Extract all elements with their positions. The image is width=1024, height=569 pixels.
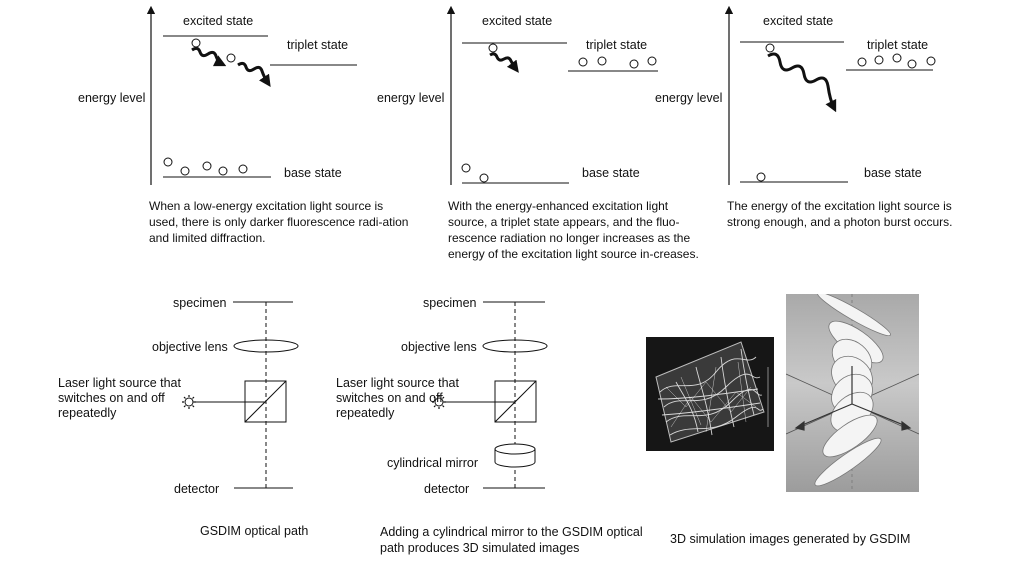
energy-panel-3-caption: The energy of the excitation light sourc…	[727, 199, 953, 229]
detector-label: detector	[424, 482, 470, 496]
energy-level-axis-label: energy level	[377, 91, 445, 105]
triplet-state-label: triplet state	[586, 38, 648, 52]
detector-label: detector	[174, 482, 220, 496]
energy-panel-1-caption: When a low-energy excitation light sourc…	[149, 199, 409, 245]
energy-level-axis-label: energy level	[655, 91, 723, 105]
base-state-label: base state	[582, 166, 640, 180]
excited-state-label: excited state	[763, 14, 834, 28]
objective-lens-label: objective lens	[152, 340, 228, 354]
energy-panel-1	[146, 5, 357, 185]
base-state-label: base state	[284, 166, 342, 180]
laser-icon	[182, 395, 196, 409]
optical-path-1-caption: GSDIM optical path	[200, 524, 309, 538]
laser-source-label: Laser light source that switches on and …	[58, 376, 181, 420]
energy-panel-2	[446, 5, 658, 185]
specimen-label: specimen	[173, 296, 227, 310]
triplet-state-label: triplet state	[287, 38, 349, 52]
cylindrical-mirror-shape	[494, 443, 536, 468]
optical-path-2-caption: Adding a cylindrical mirror to the GSDIM…	[380, 525, 643, 555]
cylindrical-mirror-label: cylindrical mirror	[387, 456, 478, 470]
base-state-label: base state	[864, 166, 922, 180]
laser-source-label: Laser light source that switches on and …	[336, 376, 459, 420]
3d-simulation-image-ellipses	[785, 291, 920, 492]
specimen-label: specimen	[423, 296, 477, 310]
3d-simulation-image-fibers	[646, 337, 774, 451]
laser-icon	[432, 395, 446, 409]
ellipse-stack-render	[785, 291, 920, 492]
objective-lens-label: objective lens	[401, 340, 477, 354]
optical-path-1	[182, 301, 299, 489]
energy-panel-3	[724, 5, 936, 185]
excited-state-label: excited state	[183, 14, 254, 28]
triplet-state-label: triplet state	[867, 38, 929, 52]
optical-path-2	[432, 301, 548, 489]
energy-panel-2-caption: With the energy-enhanced excitation ligh…	[448, 199, 699, 261]
excited-state-label: excited state	[482, 14, 553, 28]
fiber-network-render	[655, 341, 769, 443]
energy-level-axis-label: energy level	[78, 91, 146, 105]
simulation-caption: 3D simulation images generated by GSDIM	[670, 532, 911, 546]
